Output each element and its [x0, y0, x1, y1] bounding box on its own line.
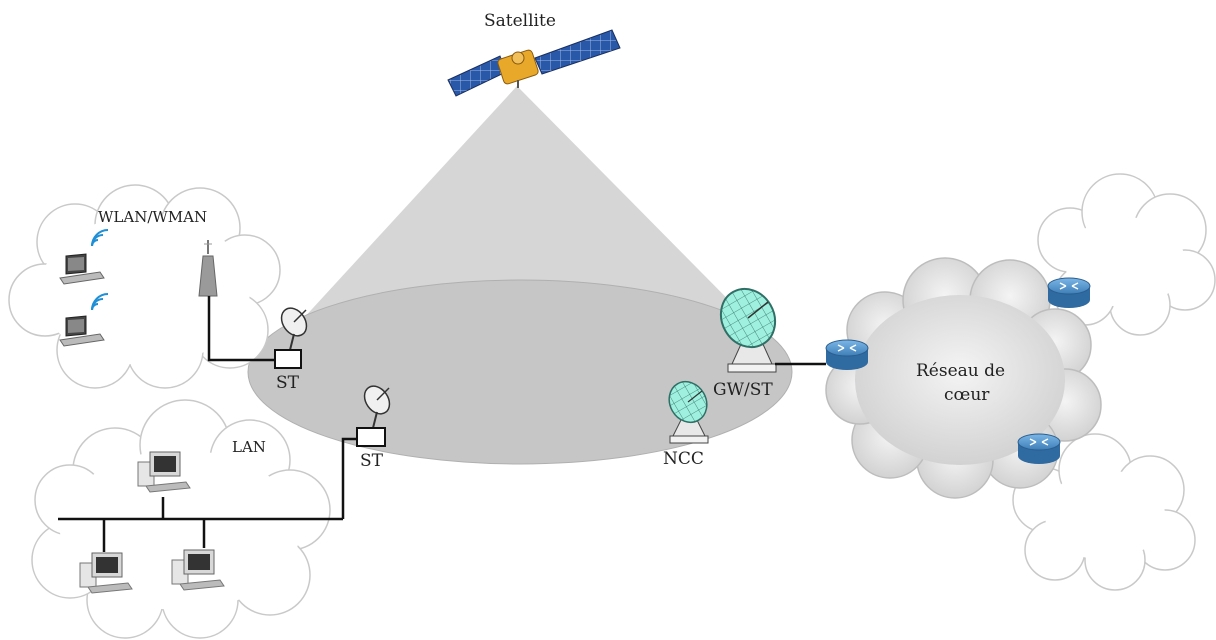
wlan-cloud	[8, 184, 281, 389]
satellite-icon	[447, 29, 621, 97]
terminal-dish-icon-1	[280, 307, 308, 351]
st-label-lan: ST	[360, 451, 384, 471]
router-icon-1	[825, 339, 869, 370]
router-icon-2	[1047, 277, 1091, 308]
ncc-dish-icon	[668, 380, 709, 444]
wifi-signal-icon-1	[91, 229, 109, 247]
laptop-icon-1	[59, 253, 105, 285]
laptop-icon-2	[59, 315, 105, 347]
st-terminal-box-1	[274, 349, 302, 369]
terminal-dish-icon-2	[363, 385, 391, 429]
computer-icon-1	[137, 451, 191, 493]
satellite-label: Satellite	[484, 11, 556, 31]
gateway-dish-icon	[719, 287, 777, 373]
wifi-signal-icon-2	[91, 293, 109, 311]
core-network-cloud	[825, 257, 1102, 499]
core-network-label-line2: cœur	[944, 385, 990, 405]
st-label-wlan: ST	[276, 373, 300, 393]
lan-label: LAN	[232, 438, 266, 456]
ncc-label: NCC	[663, 449, 704, 469]
st-terminal-box-2	[356, 427, 386, 447]
coverage-area	[247, 279, 793, 465]
remote-cloud-top	[1037, 173, 1216, 336]
lan-bus	[58, 437, 356, 552]
gateway-label: GW/ST	[713, 380, 773, 400]
access-point-icon	[198, 240, 218, 297]
wlan-link	[207, 296, 274, 362]
wlan-label: WLAN/WMAN	[98, 208, 207, 226]
computer-icon-3	[171, 549, 225, 591]
core-network-label-line1: Réseau de	[916, 361, 1005, 381]
router-icon-3	[1017, 433, 1061, 464]
computer-icon-2	[79, 552, 133, 594]
